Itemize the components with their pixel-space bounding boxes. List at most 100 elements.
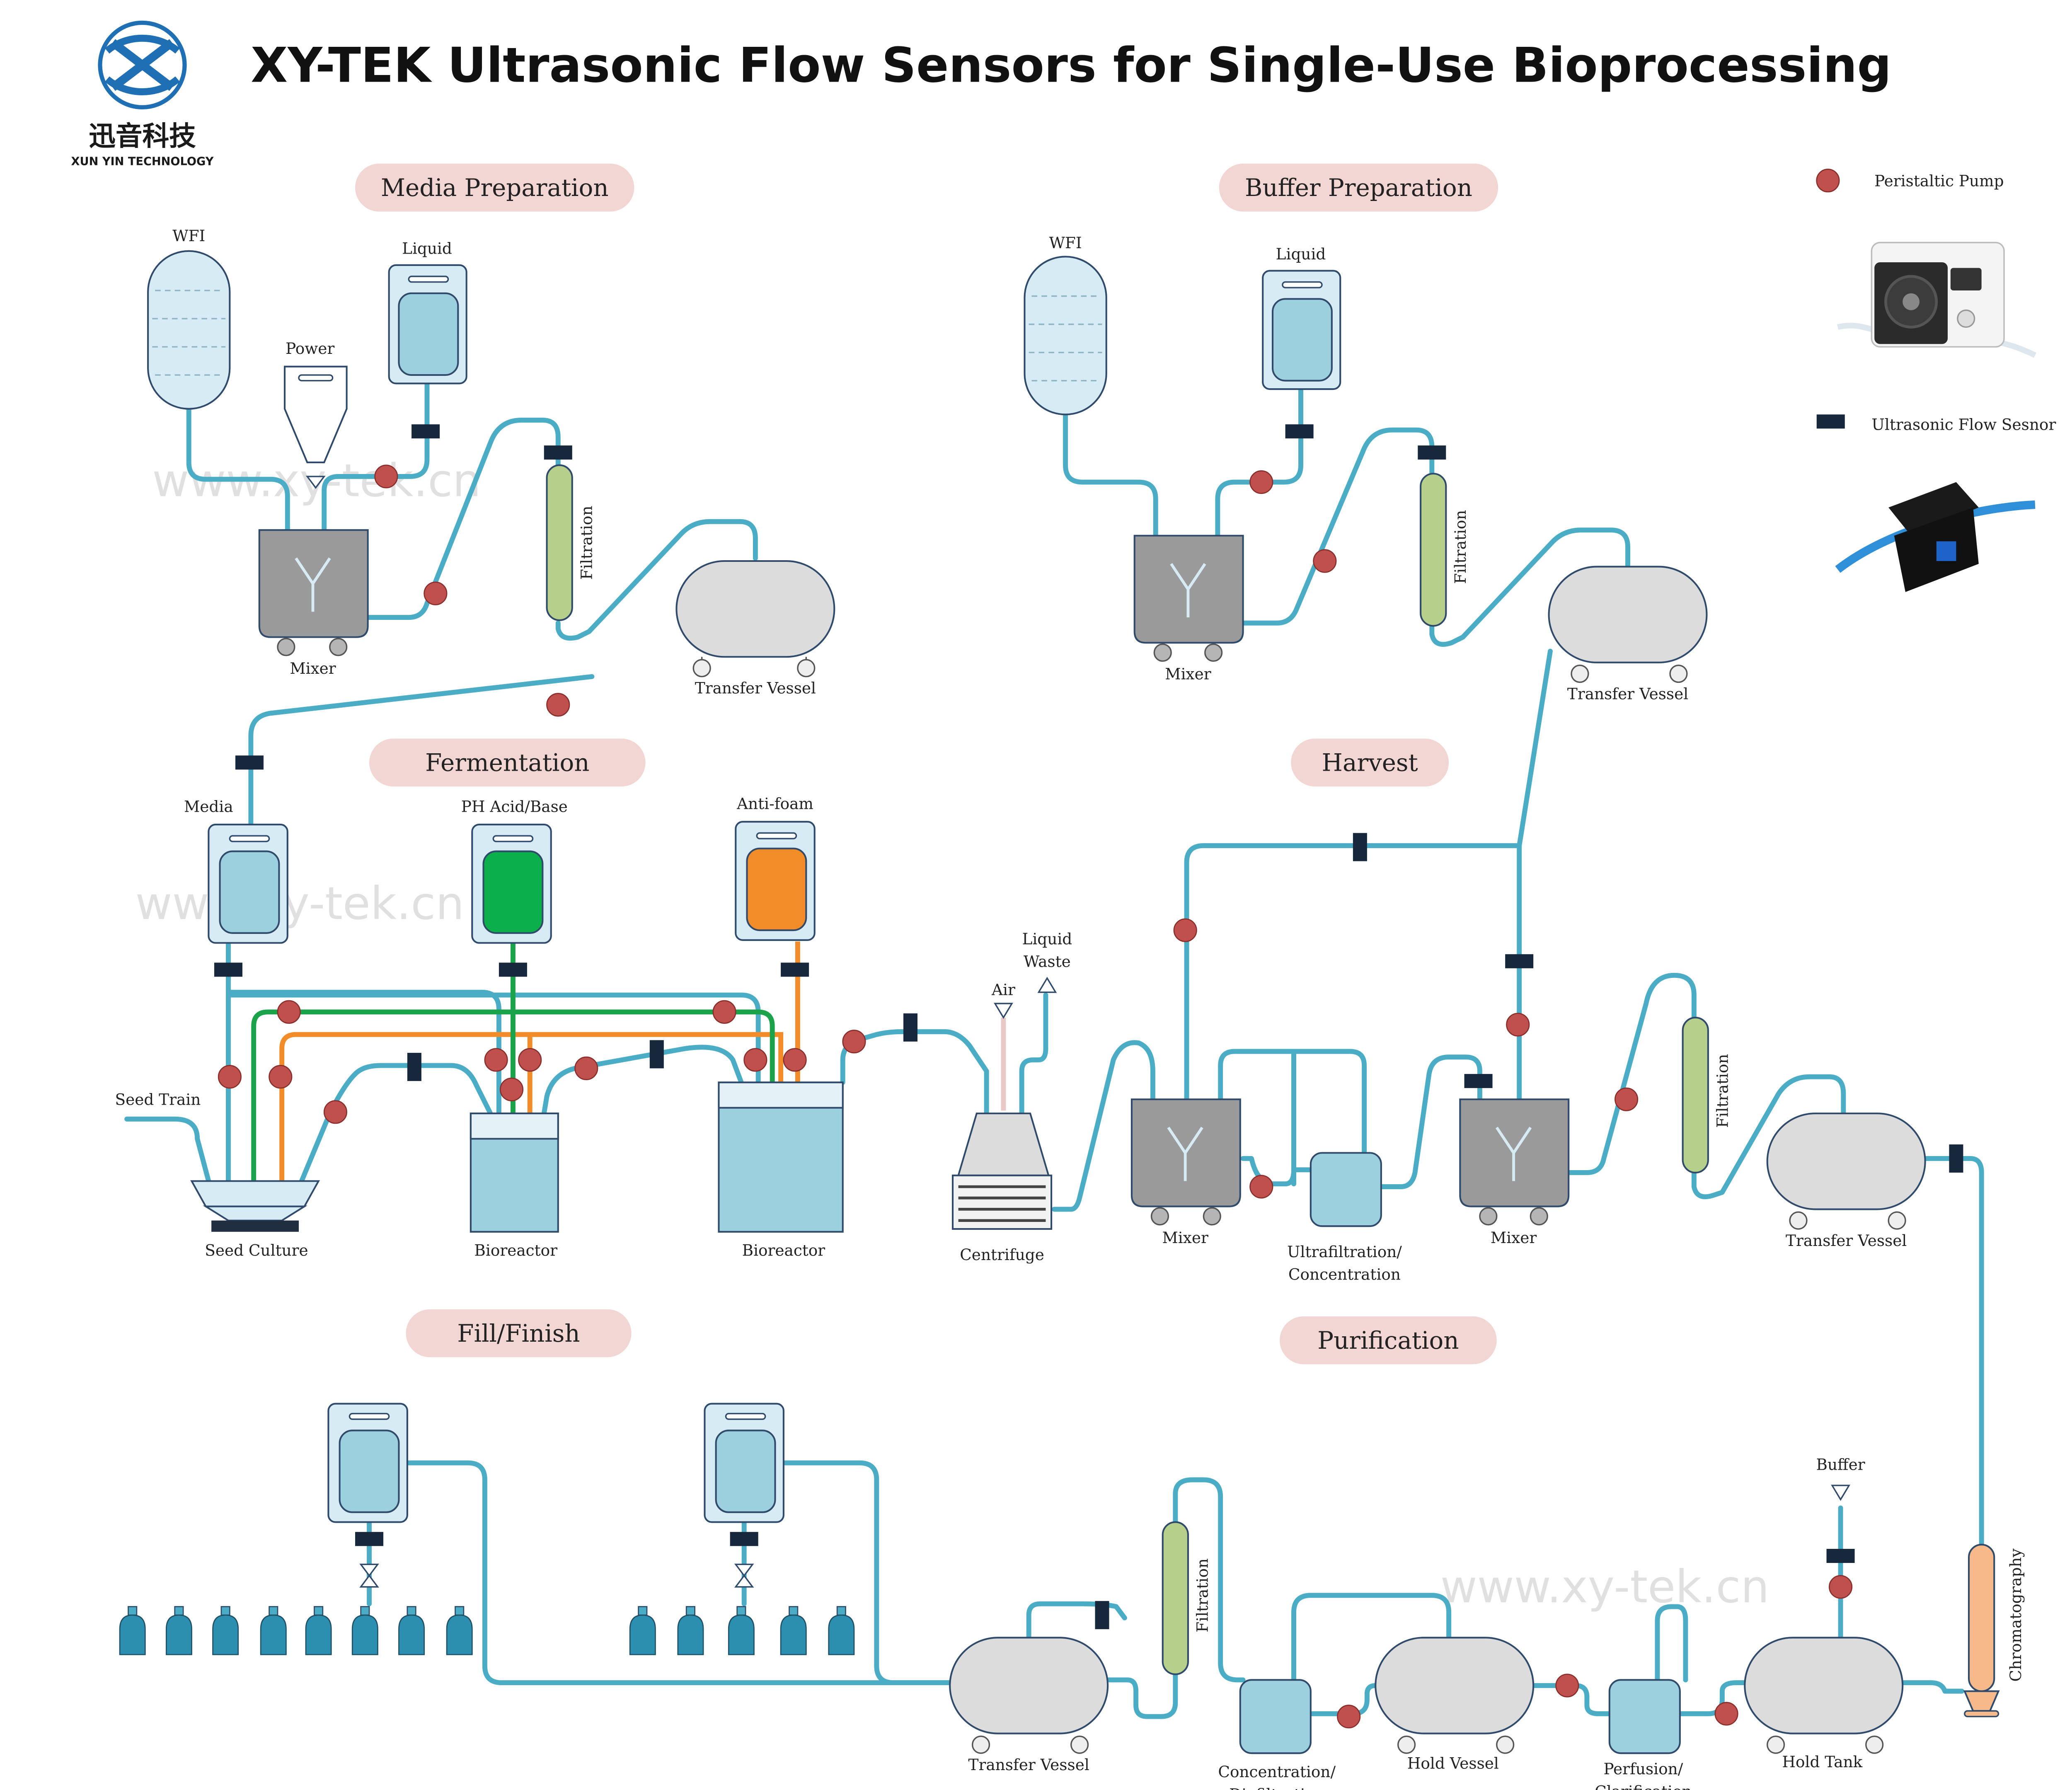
peristaltic-pump-icon: [374, 464, 398, 489]
antifoam-label: Anti-foam: [736, 795, 813, 813]
vial-icon: [212, 1606, 239, 1655]
liquid-label: Liquid: [1276, 245, 1326, 263]
filter-harvest: Filtration: [1682, 1016, 1732, 1174]
chromatography-column: Chromatography: [1963, 1543, 2025, 1717]
buffer-label: Buffer: [1816, 1456, 1865, 1474]
vial-icon: [446, 1606, 473, 1655]
power-label: Power: [286, 339, 334, 358]
section-label: Harvest: [1322, 749, 1418, 777]
vial-icon: [260, 1606, 287, 1655]
mixer-label: Mixer: [1165, 665, 1211, 683]
mixer-label: Mixer: [1491, 1229, 1537, 1247]
watermark-text: www.xy-tek.cn: [1440, 1560, 1769, 1613]
section-buffer-preparation: Buffer Preparation: [1219, 163, 1498, 212]
flow-sensor-icon: [781, 963, 809, 977]
legend: Peristaltic Pump Ultrasonic Flow Sesnor: [1816, 169, 2056, 592]
peristaltic-pump-icon: [712, 1000, 736, 1024]
flow-sensor-photo: [1835, 482, 2036, 592]
transfer-vessel-label: Transfer Vessel: [968, 1756, 1089, 1774]
flow-sensor-icon: [355, 1532, 384, 1546]
section-harvest: Harvest: [1291, 738, 1449, 787]
legend-pump-label: Peristaltic Pump: [1874, 172, 2004, 190]
vial-row: [119, 1606, 855, 1655]
section-fill-finish: Fill/Finish: [406, 1309, 632, 1357]
section-fermentation: Fermentation: [369, 738, 646, 787]
fill-bag-2: [704, 1403, 784, 1588]
media-bag: Media: [184, 797, 288, 944]
peristaltic-pumps: [218, 464, 1853, 1729]
peristaltic-pump-icon: [1615, 1087, 1639, 1111]
peristaltic-pump-icon: [1714, 1702, 1738, 1726]
perf-label-2: Clarification: [1595, 1783, 1692, 1790]
mixer-label: Mixer: [290, 659, 336, 677]
mixer-harvest-1: Mixer: [1130, 1098, 1241, 1247]
liquid-bag-buffer: Liquid: [1262, 245, 1341, 390]
peristaltic-pump-icon: [323, 1100, 347, 1124]
logo-english-name: XUN YIN TECHNOLOGY: [71, 155, 214, 168]
flow-sensor-icon: [1095, 1601, 1109, 1629]
concentration-unit: Concentration/ Diafiltration: [1218, 1679, 1336, 1790]
transfer-vessel-fill: Transfer Vessel: [949, 1637, 1109, 1774]
mixer-harvest-2: Mixer: [1459, 1098, 1570, 1247]
bioreactor-label: Bioreactor: [474, 1241, 557, 1260]
transfer-vessel-label: Transfer Vessel: [695, 679, 816, 697]
hold-tank: Hold Tank: [1744, 1637, 1904, 1771]
flow-sensor-icon: [1464, 1074, 1493, 1088]
page-title: XY-TEK Ultrasonic Flow Sensors for Singl…: [251, 38, 1891, 94]
flow-sensor-icon: [1353, 833, 1367, 861]
buffer-inlet: Buffer: [1816, 1456, 1865, 1501]
vial-icon: [305, 1606, 332, 1655]
wfi-label: WFI: [172, 227, 205, 245]
peristaltic-pump-icon: [1249, 470, 1273, 494]
transfer-vessel-label: Transfer Vessel: [1786, 1231, 1907, 1250]
seed-culture-label: Seed Culture: [205, 1241, 308, 1260]
ultrafiltration-unit: Ultrafiltration/ Concentration: [1287, 1152, 1402, 1283]
vial-icon: [677, 1606, 704, 1655]
peristaltic-pump-icon: [743, 1048, 767, 1072]
bioreactor-large: Bioreactor: [718, 1081, 844, 1260]
vial-icon: [398, 1606, 425, 1655]
wfi-tank-media: WFI: [147, 227, 231, 410]
wfi-tank-buffer: WFI: [1024, 234, 1107, 416]
flow-sensor-icon: [1505, 954, 1534, 968]
legend-sensor-label: Ultrasonic Flow Sesnor: [1871, 416, 2056, 434]
filtration-label: Filtration: [1193, 1558, 1212, 1633]
filter-buffer: Filtration: [1420, 473, 1469, 627]
peristaltic-pump-icon: [1337, 1705, 1361, 1729]
peristaltic-pump-icon: [842, 1030, 866, 1054]
uf-label-1: Ultrafiltration/: [1287, 1243, 1402, 1261]
peristaltic-pump-icon: [424, 581, 448, 605]
filtration-label: Filtration: [577, 506, 595, 580]
peristaltic-pump-icon: [1555, 1674, 1579, 1698]
centrifuge: Air Liquid Waste Centrifuge: [951, 930, 1072, 1264]
peristaltic-pump-icon: [1249, 1175, 1273, 1199]
anti-foam-bag: Anti-foam: [735, 795, 816, 941]
transfer-vessel-harvest: Transfer Vessel: [1766, 1113, 1926, 1250]
peristaltic-pump-icon: [518, 1048, 542, 1072]
vial-icon: [119, 1606, 146, 1655]
flow-sensor-icon: [649, 1040, 664, 1069]
brand-logo: 迅音科技 XUN YIN TECHNOLOGY: [71, 20, 214, 168]
section-media-preparation: Media Preparation: [355, 163, 634, 212]
flow-sensor-icon: [730, 1532, 758, 1546]
liquid-waste-label-2: Waste: [1024, 952, 1071, 970]
section-purification: Purification: [1280, 1316, 1497, 1364]
peristaltic-pump-icon: [218, 1065, 242, 1089]
filtration-label: Filtration: [1714, 1054, 1732, 1128]
flow-sensor-icon: [544, 445, 572, 460]
seed-culture-flask: Seed Culture: [190, 1180, 320, 1260]
peristaltic-pump-icon: [546, 693, 570, 717]
flow-sensor-icon: [1418, 445, 1446, 460]
liquid-label: Liquid: [402, 239, 452, 258]
flow-sensor-icon: [235, 755, 264, 770]
flow-sensor-icon: [1949, 1144, 1963, 1173]
watermark-text: www.xy-tek.cn: [135, 877, 464, 930]
peristaltic-pump-icon: [783, 1048, 807, 1072]
mixer-label: Mixer: [1162, 1229, 1208, 1247]
mixer-buffer: Mixer: [1133, 535, 1244, 683]
hold-vessel: Hold Vessel: [1375, 1637, 1535, 1773]
flow-sensor-icon: [499, 963, 527, 977]
flow-sensor-icon: [214, 963, 242, 977]
section-label: Fermentation: [425, 749, 589, 777]
